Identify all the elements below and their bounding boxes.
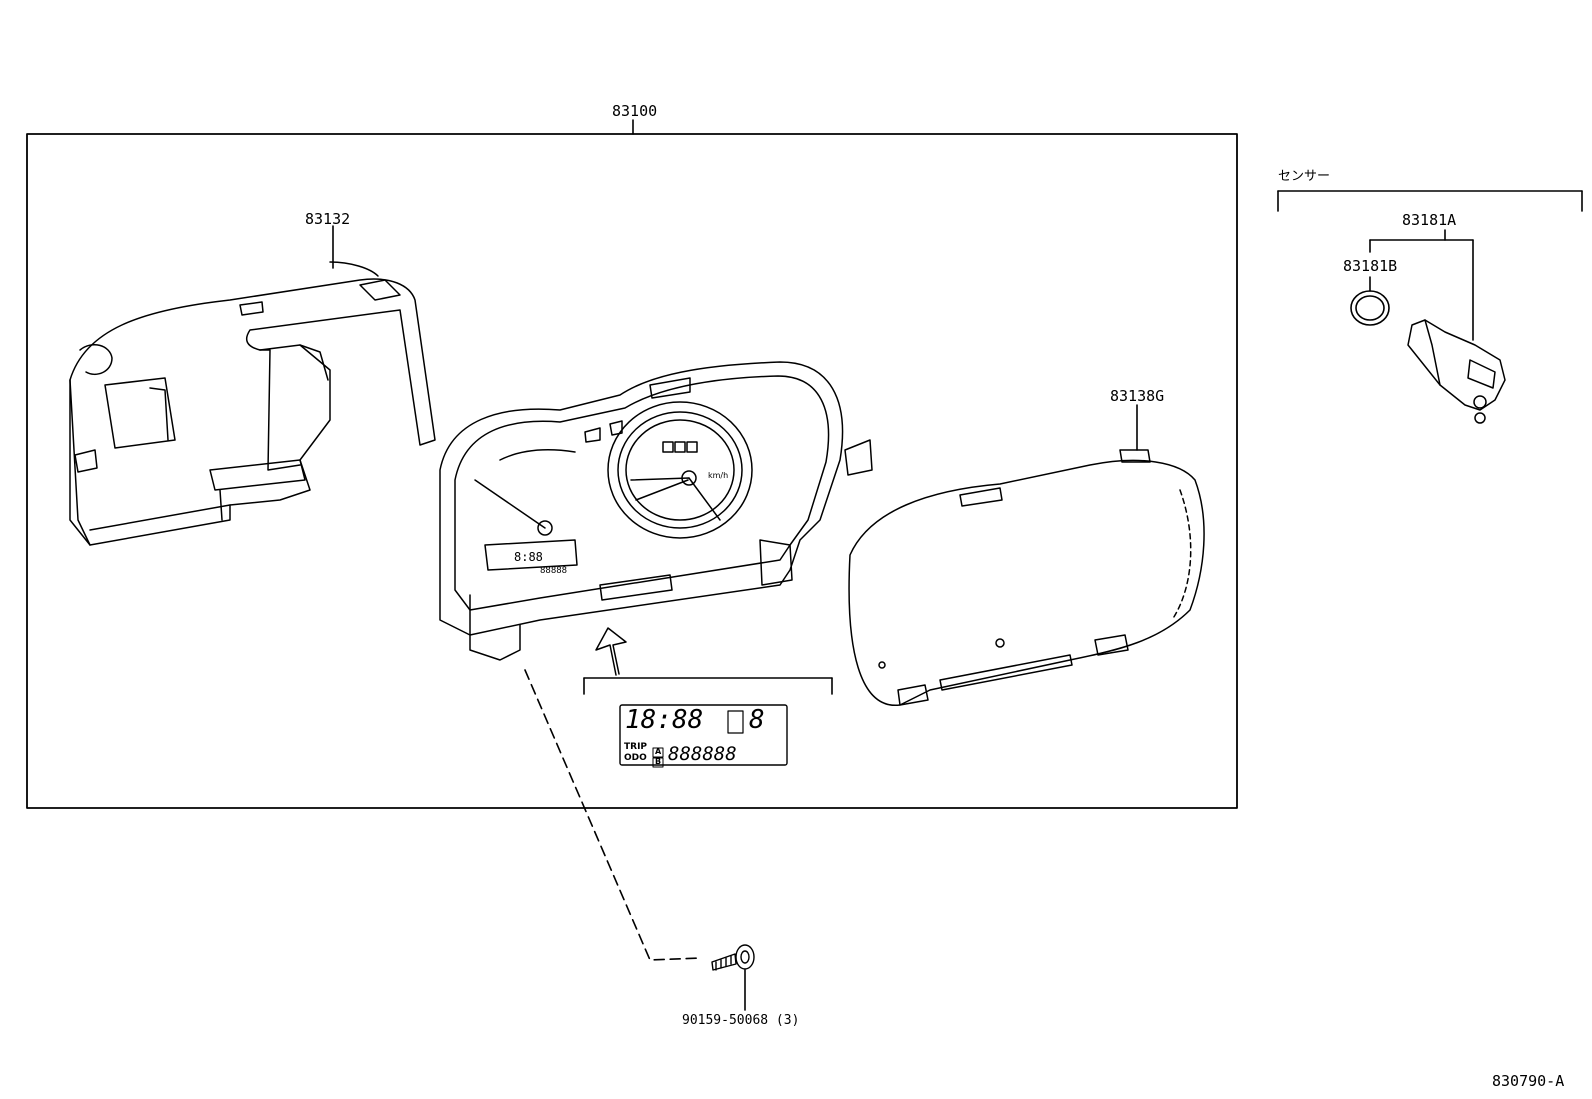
glass-part-number[interactable]: 83138G <box>1110 387 1165 405</box>
inset-odometer: 888888 <box>668 743 737 765</box>
inset-trip-label: TRIP <box>624 742 648 752</box>
cluster-glass-drawing <box>848 449 1205 706</box>
cluster-body-drawing <box>439 361 873 661</box>
screw-quantity: (3) <box>775 1013 800 1028</box>
sensor-part-number[interactable]: 83181A <box>1402 211 1457 229</box>
hood-part-number[interactable]: 83132 <box>305 210 351 228</box>
display-inset-bracket <box>583 677 833 695</box>
screw-dashed-leader <box>524 669 701 961</box>
sensor-group-label: センサー <box>1278 169 1331 184</box>
cluster-hood-drawing <box>69 261 436 546</box>
inset-odo-label: ODO <box>624 753 647 763</box>
sensor-group-bracket <box>1277 190 1583 212</box>
o-ring-part-number[interactable]: 83181B <box>1343 257 1398 275</box>
cluster-lcd: 8:88 88888 km/h <box>514 471 728 576</box>
inset-clock: 18:88 <box>625 705 704 735</box>
speed-sensor-drawing <box>1407 319 1506 424</box>
display-callout-arrow <box>595 627 627 676</box>
cluster-lcd-clock: 8:88 <box>514 550 543 564</box>
screw-drawing <box>711 944 755 971</box>
inset-gear: 8 <box>749 705 765 735</box>
tach-unit-label: km/h <box>708 471 728 480</box>
screw-part-code: 90159-50068 <box>682 1013 769 1028</box>
inset-trip-b: B <box>655 757 662 766</box>
screw-part-number[interactable]: 90159-50068 (3) <box>682 1012 799 1030</box>
cluster-lcd-odometer: 88888 <box>540 566 567 576</box>
figure-code: 830790-A <box>1492 1072 1565 1090</box>
o-ring-drawing <box>1350 290 1390 326</box>
inset-trip-a: A <box>655 747 662 756</box>
sensor-leader-bracket <box>1369 229 1474 341</box>
assembly-frame <box>26 119 1238 809</box>
assembly-part-number[interactable]: 83100 <box>612 102 658 120</box>
display-inset <box>619 704 788 768</box>
